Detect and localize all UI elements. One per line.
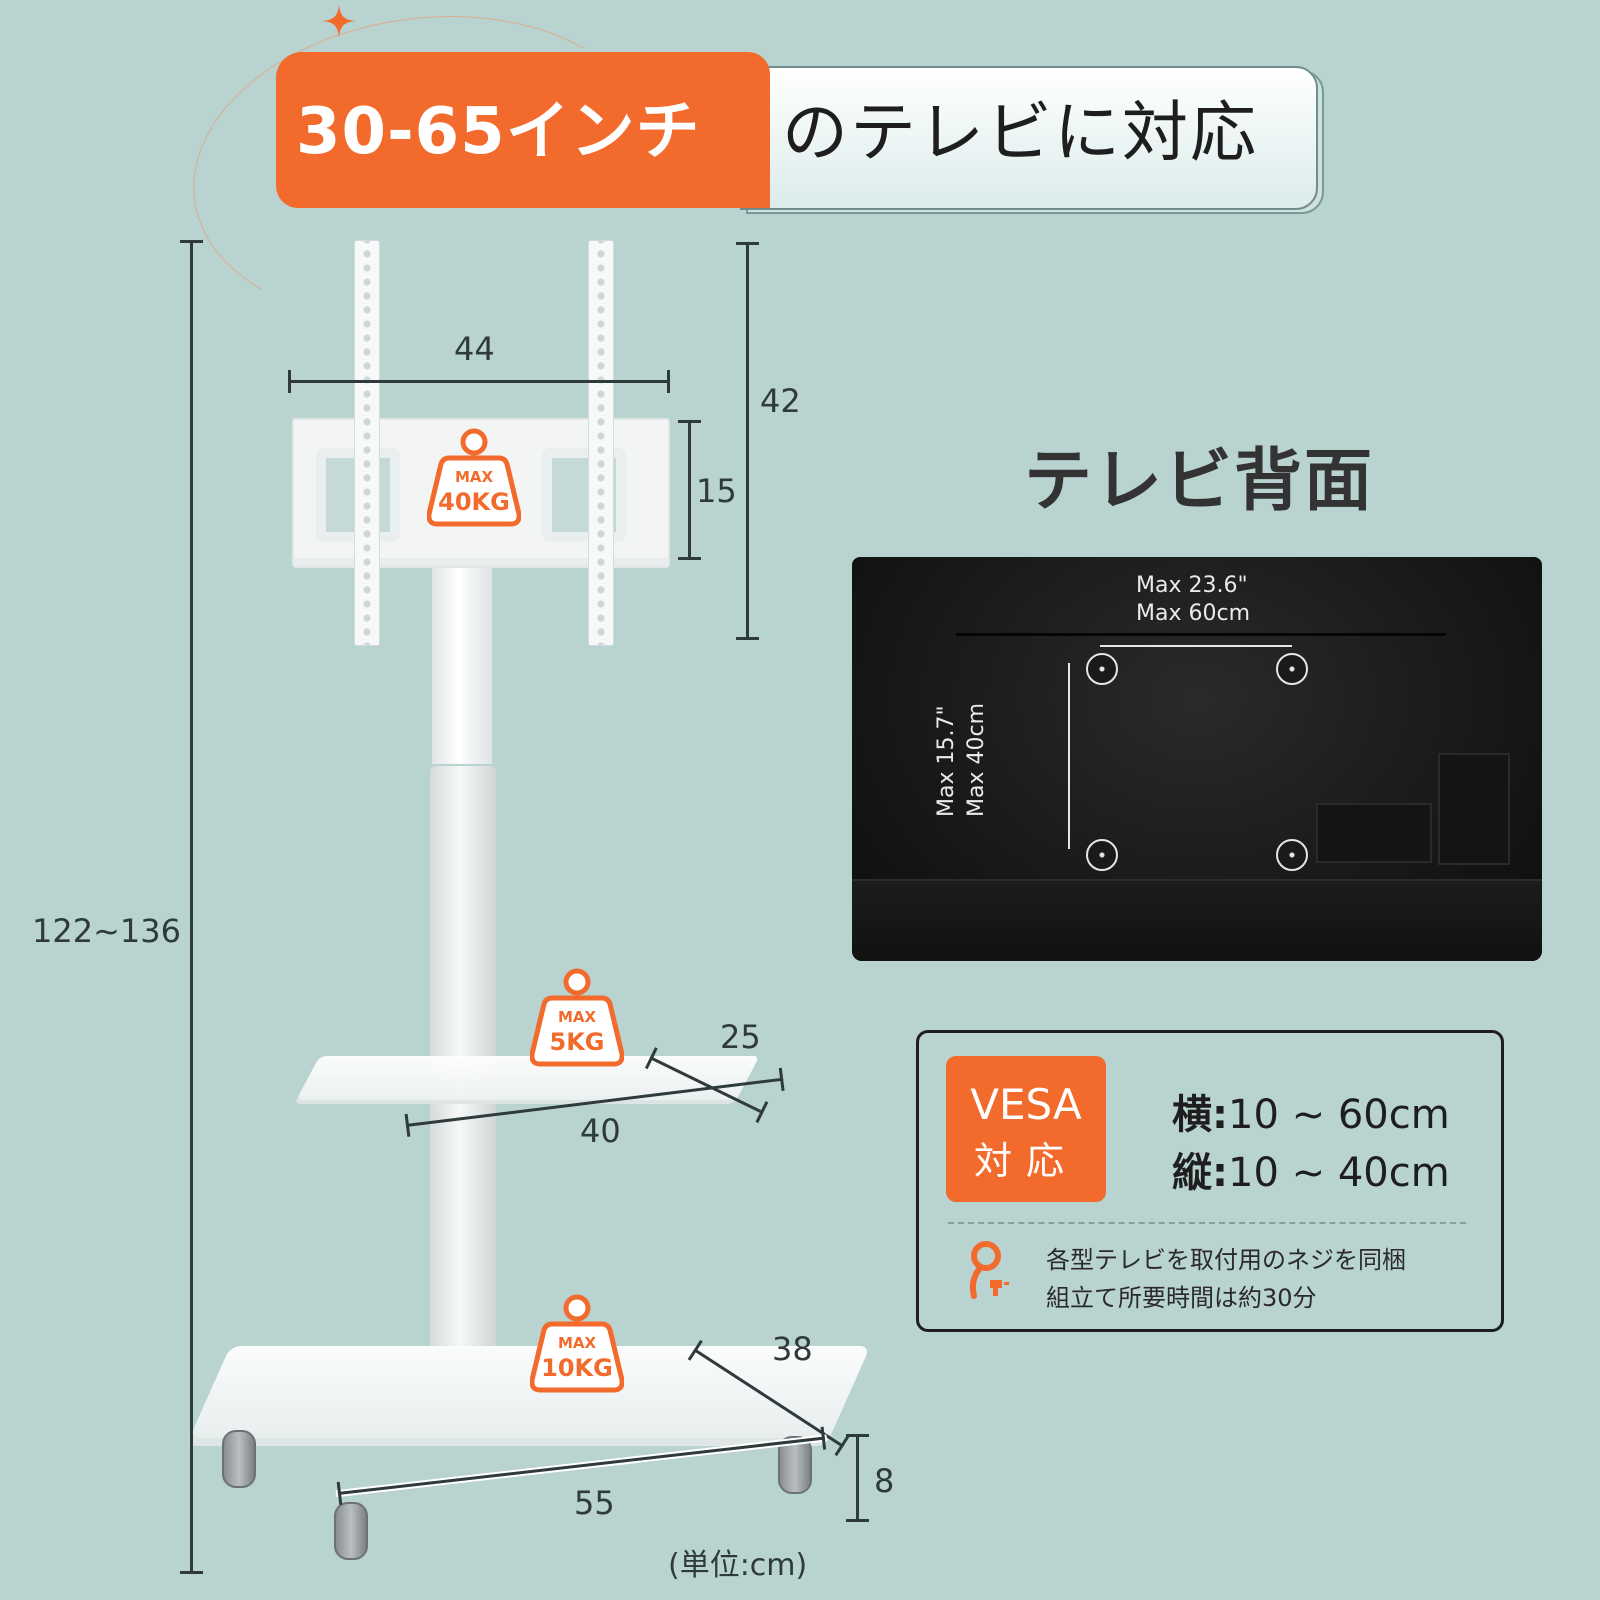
vesa-hole (1086, 839, 1118, 871)
weight-icon (427, 428, 521, 527)
vesa-width-line (1100, 645, 1292, 647)
dimension-line-bracket-height (736, 242, 759, 640)
banner-support-box (740, 66, 1318, 210)
dimension-line-total-height (180, 240, 203, 1574)
dimension-base-depth: 38 (772, 1330, 813, 1368)
dimension-bracket-height: 42 (760, 382, 801, 420)
sparkle-icon (322, 4, 356, 38)
vesa-note-assembly-time: 組立て所要時間は約30分 (1046, 1284, 1317, 1312)
weight-icon (530, 1294, 624, 1393)
tv-back-title: テレビ背面 (1024, 442, 1375, 521)
vesa-badge: VESA 対応 (946, 1056, 1106, 1202)
vesa-height-inch: Max 15.7" (934, 705, 959, 817)
caster-wheel (222, 1430, 256, 1488)
vesa-note-screws: 各型テレビを取付用のネジを同梱 (1046, 1246, 1406, 1274)
dimension-caster-height: 8 (874, 1462, 895, 1500)
dimension-line-bracket-width (288, 370, 670, 393)
tv-port-panel (1316, 803, 1432, 863)
dimension-base-width: 55 (574, 1484, 615, 1522)
vesa-vertical-spec: 縦:10 ~ 40cm (1172, 1150, 1450, 1196)
weight-badge-bracket: MAX 40KG (427, 428, 521, 528)
dimension-plate-height: 15 (696, 472, 737, 510)
tv-bottom-casing (852, 879, 1542, 961)
vesa-width-cm: Max 60cm (1136, 601, 1250, 626)
weight-badge-base: MAX 10KG (530, 1294, 624, 1394)
vesa-hole (1086, 653, 1118, 685)
tv-back-image: Max 23.6" Max 60cm Max 15.7" Max 40cm (852, 557, 1542, 961)
mount-rail-left (354, 240, 380, 646)
dimension-line-caster-height (846, 1434, 869, 1522)
vesa-hole (1276, 653, 1308, 685)
weight-icon (530, 968, 624, 1067)
vesa-height-line (1068, 663, 1070, 849)
vesa-horizontal-spec: 横:10 ~ 60cm (1172, 1092, 1450, 1138)
dimension-bracket-width: 44 (454, 330, 495, 368)
caster-wheel (334, 1502, 368, 1560)
banner-size-badge (276, 52, 770, 208)
wrench-screwdriver-icon (969, 1241, 1009, 1299)
dimension-shelf-depth: 25 (720, 1018, 761, 1056)
tv-groove (956, 633, 1446, 636)
caster-wheel (778, 1436, 812, 1494)
vesa-width-inch: Max 23.6" (1136, 573, 1248, 598)
dimension-shelf-width: 40 (580, 1112, 621, 1150)
vesa-height-cm: Max 40cm (964, 703, 989, 817)
dimension-total-height: 122~136 (32, 912, 181, 950)
weight-badge-shelf: MAX 5KG (530, 968, 624, 1068)
unit-label: (単位:cm) (668, 1548, 808, 1583)
vesa-hole (1276, 839, 1308, 871)
banner-support-text: のテレビに対応 (782, 94, 1258, 171)
dashed-divider (948, 1222, 1466, 1224)
tv-side-panel (1438, 753, 1510, 865)
dimension-line-plate-height (678, 420, 701, 560)
stand-pole-upper (432, 564, 492, 764)
mount-rail-right (588, 240, 614, 646)
banner-size-text: 30-65インチ (296, 95, 701, 169)
